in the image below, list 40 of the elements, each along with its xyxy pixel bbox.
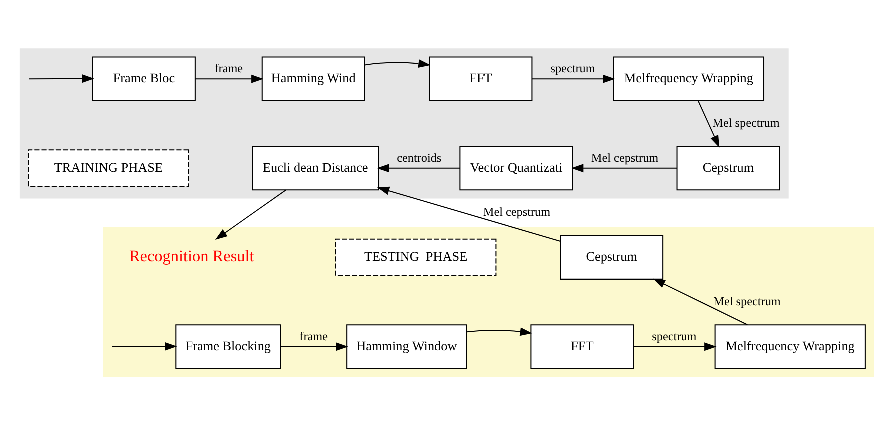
node-text: Recognition Result (129, 246, 254, 265)
arrow (195, 74, 264, 83)
node-box: Eucli dean Distance (252, 146, 380, 190)
node-box: Frame Blocking (176, 324, 282, 369)
arrow (634, 342, 717, 351)
node-box: FFT (530, 324, 634, 369)
edge-label: spectrum (550, 61, 596, 76)
node-box: Hamming Wind (262, 56, 366, 101)
edge-label: Mel spectrum (712, 115, 780, 130)
node-box: FFT (429, 56, 533, 101)
arrow (215, 189, 286, 240)
node-box: Frame Bloc (92, 56, 196, 101)
edge-label: Mel cepstrum (483, 204, 551, 219)
arrow (281, 342, 348, 351)
arrow (653, 278, 748, 325)
cluster (20, 48, 789, 198)
arrow (377, 164, 460, 172)
node-box: Cepstrum (676, 146, 780, 190)
node-box: Hamming Window (346, 324, 468, 369)
arrow (532, 74, 616, 83)
edge-label: Mel cepstrum (591, 150, 659, 164)
node-box: Melfrequency Wrapping (714, 324, 866, 369)
cluster (103, 226, 874, 377)
node-box: Melfrequency Wrapping (613, 56, 765, 101)
arrow (698, 100, 720, 148)
node-box: TRAINING PHASE (28, 149, 190, 187)
node-box: Vector Quantizati (460, 146, 574, 190)
arrow (377, 186, 561, 242)
edge-label: Mel spectrum (714, 294, 781, 308)
arrow (364, 59, 431, 68)
edge-label: spectrum (652, 328, 697, 343)
arrow (112, 342, 178, 350)
arrow (466, 327, 532, 336)
edge-label: frame (300, 328, 328, 343)
node-box: TESTING PHASE (335, 238, 497, 276)
arrow (571, 164, 678, 172)
node-box: Cepstrum (560, 234, 664, 280)
edge-label: centroids (397, 150, 442, 164)
arrow (29, 74, 94, 83)
edge-label: frame (214, 61, 244, 76)
